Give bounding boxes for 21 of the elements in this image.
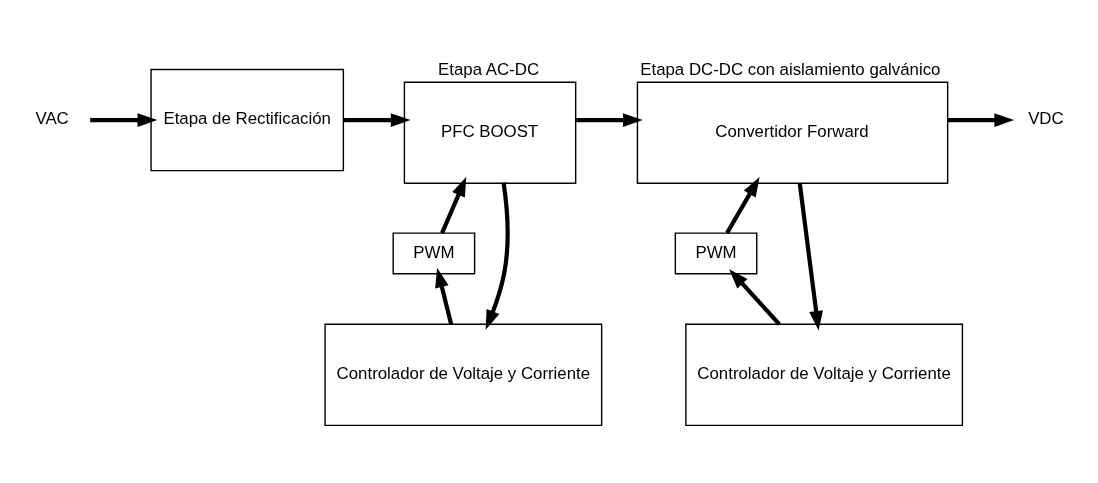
node-box: Etapa de Rectificación bbox=[150, 68, 345, 172]
node-label: Etapa AC-DC bbox=[438, 59, 540, 79]
node-label: Etapa DC-DC con aislamiento galvánico bbox=[640, 59, 941, 79]
arrow bbox=[729, 269, 781, 326]
node-text: VDC bbox=[1028, 109, 1064, 129]
node-box: PWM bbox=[392, 232, 476, 275]
arrow bbox=[947, 113, 1015, 127]
arrow bbox=[435, 267, 454, 325]
arrow bbox=[576, 113, 643, 127]
node-box: Controlador de Voltaje y Corriente bbox=[685, 323, 964, 427]
arrow bbox=[440, 176, 467, 234]
arrow bbox=[343, 113, 411, 127]
node-box: Controlador de Voltaje y Corriente bbox=[324, 323, 603, 427]
arrow bbox=[725, 177, 760, 235]
arrow bbox=[485, 182, 510, 330]
node-box: PFC BOOST bbox=[403, 81, 577, 184]
arrow bbox=[90, 113, 158, 127]
node-box: Convertidor Forward bbox=[636, 81, 949, 184]
node-box: PWM bbox=[674, 232, 758, 275]
node-text: VAC bbox=[35, 109, 69, 129]
arrow bbox=[797, 182, 823, 331]
